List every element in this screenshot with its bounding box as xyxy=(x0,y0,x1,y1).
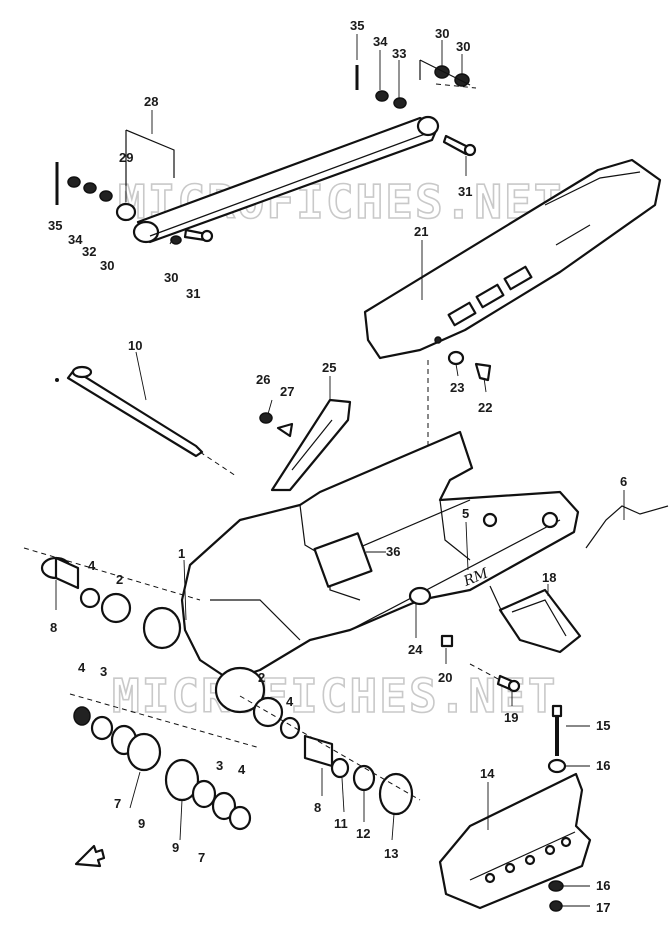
callout-7-left: 7 xyxy=(114,796,121,811)
callout-4-lower: 4 xyxy=(238,762,246,777)
callout-31-lower: 31 xyxy=(186,286,200,301)
lower-pivot-stack-2 xyxy=(164,758,252,831)
chain-guide xyxy=(259,398,352,492)
callout-30-top-a: 30 xyxy=(435,26,449,41)
callout-27: 27 xyxy=(280,384,294,399)
callout-32: 32 xyxy=(82,244,96,259)
callout-23: 23 xyxy=(450,380,464,395)
callout-3-lower: 3 xyxy=(216,758,223,773)
torque-link-hardware-bottom xyxy=(55,129,214,245)
callout-10: 10 xyxy=(128,338,142,353)
callout-8-left: 8 xyxy=(50,620,57,635)
pivot-shaft xyxy=(55,365,237,477)
callout-8-right: 8 xyxy=(314,800,321,815)
adjuster-bolt xyxy=(547,704,567,774)
torque-link xyxy=(132,115,440,244)
callout-29: 29 xyxy=(119,150,133,165)
chain-tensioner xyxy=(489,585,582,654)
front-direction-arrow-icon xyxy=(74,844,106,868)
right-pivot-stack xyxy=(239,695,421,816)
callout-28: 28 xyxy=(144,94,158,109)
watermark-bottom: MICROFICHES.NET xyxy=(112,669,557,723)
callout-4-lower-left: 4 xyxy=(78,660,86,675)
callout-19: 19 xyxy=(504,710,518,725)
callout-5: 5 xyxy=(462,506,469,521)
callout-4-upper: 4 xyxy=(88,558,96,573)
callout-11: 11 xyxy=(334,816,348,831)
callout-16-lower: 16 xyxy=(596,878,610,893)
slider-hardware xyxy=(548,880,564,912)
callout-20: 20 xyxy=(438,670,452,685)
callout-9-left: 9 xyxy=(138,816,145,831)
callout-35-top: 35 xyxy=(350,18,364,33)
chain-slider xyxy=(438,772,592,910)
callout-15: 15 xyxy=(596,718,610,733)
callout-30-left: 30 xyxy=(100,258,114,273)
callout-26: 26 xyxy=(256,372,270,387)
callout-36: 36 xyxy=(386,544,400,559)
callout-4-right: 4 xyxy=(286,694,294,709)
swingarm: RM xyxy=(142,430,580,714)
callout-2-lower: 2 xyxy=(258,670,265,685)
callout-31-upper: 31 xyxy=(458,184,472,199)
callout-14: 14 xyxy=(480,766,495,781)
callout-24: 24 xyxy=(408,642,423,657)
callout-30-lower: 30 xyxy=(164,270,178,285)
callout-6: 6 xyxy=(620,474,627,489)
callout-12: 12 xyxy=(356,826,370,841)
chain-case xyxy=(363,158,662,360)
callout-34-top: 34 xyxy=(373,34,388,49)
callout-21: 21 xyxy=(414,224,428,239)
lower-pivot-stack xyxy=(69,693,261,772)
callout-1: 1 xyxy=(178,546,185,561)
callout-7-lower: 7 xyxy=(198,850,205,865)
small-bolts xyxy=(440,634,521,693)
callout-22: 22 xyxy=(478,400,492,415)
callout-34-left: 34 xyxy=(68,232,83,247)
callout-2-upper: 2 xyxy=(116,572,123,587)
callout-17: 17 xyxy=(596,900,610,915)
callout-9-lower: 9 xyxy=(172,840,179,855)
callout-16-upper: 16 xyxy=(596,758,610,773)
callout-25: 25 xyxy=(322,360,336,375)
decal xyxy=(585,505,669,549)
callout-labels: 35 34 33 30 30 28 29 35 34 32 30 30 31 3… xyxy=(48,18,627,915)
callout-13: 13 xyxy=(384,846,398,861)
callout-30-top-b: 30 xyxy=(456,39,470,54)
callout-18: 18 xyxy=(542,570,556,585)
callout-3-lower-left: 3 xyxy=(100,664,107,679)
left-pivot-hardware xyxy=(23,547,201,624)
callout-33: 33 xyxy=(392,46,406,61)
leader-lines xyxy=(55,34,625,907)
callout-35-left: 35 xyxy=(48,218,62,233)
